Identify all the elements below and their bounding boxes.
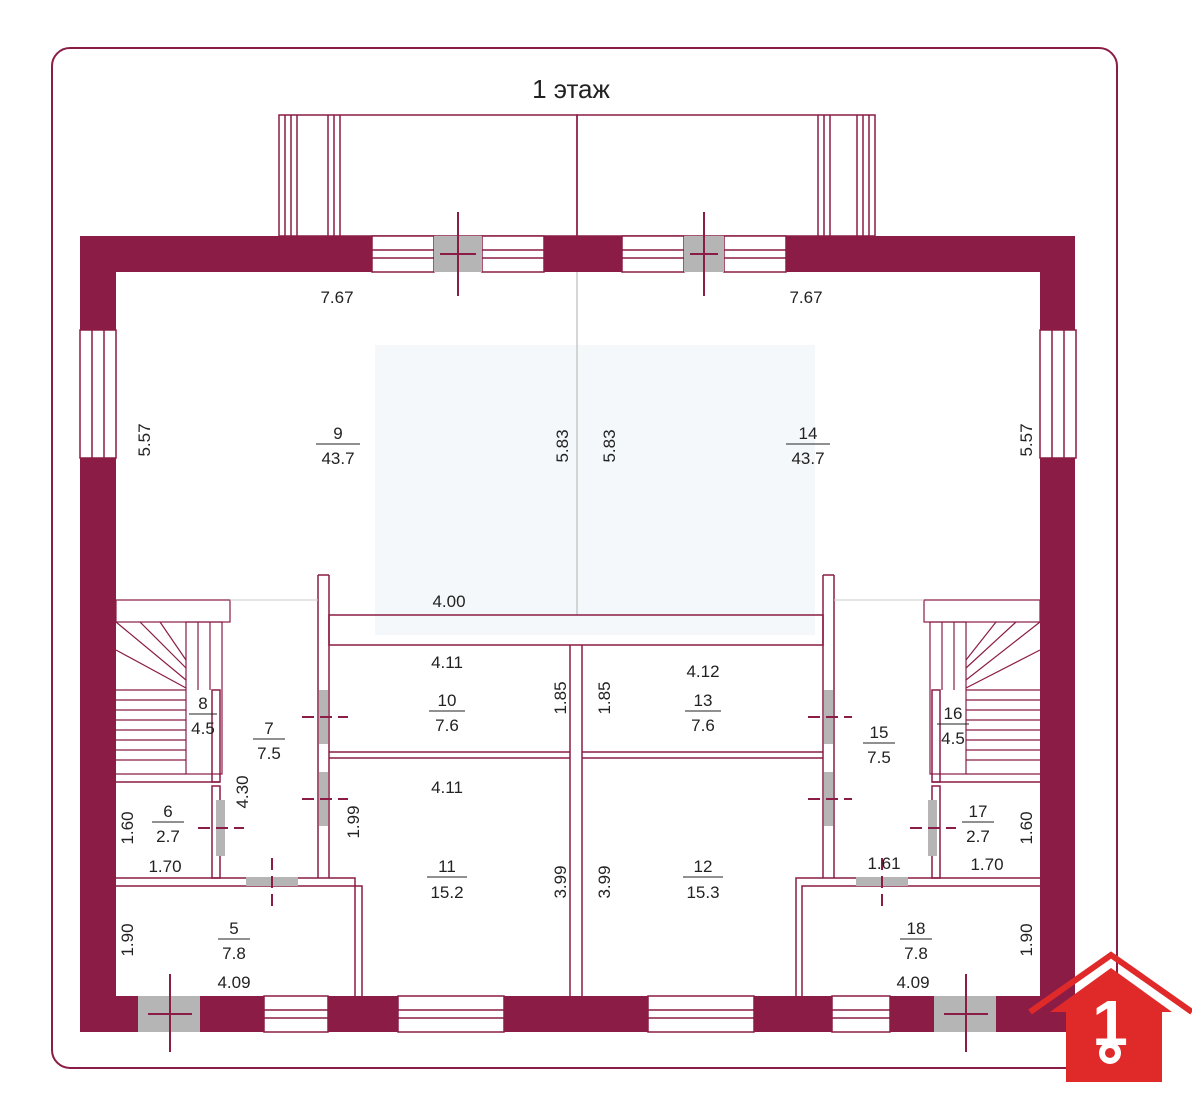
dim-room10-width: 4.11	[431, 653, 463, 672]
svg-text:15.3: 15.3	[686, 883, 719, 902]
porch-right	[576, 114, 876, 237]
porch-left	[278, 114, 578, 237]
entry-doors-top	[434, 212, 724, 296]
watermark-area	[375, 345, 815, 635]
svg-text:14: 14	[799, 424, 818, 443]
svg-text:16: 16	[944, 704, 963, 723]
svg-text:15: 15	[870, 723, 889, 742]
dim-room5-height: 1.90	[118, 923, 137, 956]
windows-side	[79, 329, 1077, 459]
room-14-label: 14 43.7	[786, 424, 830, 468]
dim-room17-width: 1.70	[970, 855, 1003, 874]
svg-text:13: 13	[694, 691, 713, 710]
windows-bottom	[263, 995, 891, 1033]
svg-text:2.7: 2.7	[156, 827, 180, 846]
svg-text:17: 17	[969, 802, 988, 821]
windows-top	[371, 235, 787, 273]
dim-room6-width: 1.70	[148, 857, 181, 876]
dim-left-height: 5.57	[135, 423, 154, 456]
dim-center-right: 5.83	[600, 429, 619, 462]
room-13-label: 13 7.6	[685, 691, 721, 735]
svg-text:7.6: 7.6	[691, 716, 715, 735]
dimension-labels: 7.67 7.67 5.57 5.57 5.83 5.83 4.00 4.11 …	[118, 288, 1036, 992]
dim-room5-width: 4.09	[217, 973, 250, 992]
dim-top-left: 7.67	[320, 288, 353, 307]
dim-room18-width: 4.09	[896, 973, 929, 992]
room-10-label: 10 7.6	[429, 691, 465, 735]
svg-text:2.7: 2.7	[966, 827, 990, 846]
plan-frame	[51, 47, 1118, 1069]
dim-room18-height: 1.90	[1017, 923, 1036, 956]
plan-title: 1 этаж	[532, 74, 610, 104]
room-7-label: 7 7.5	[253, 719, 285, 763]
dim-room13-height: 1.85	[595, 681, 614, 714]
room-8-label: 8 4.5	[189, 694, 217, 738]
svg-text:11: 11	[438, 857, 456, 876]
svg-text:7.8: 7.8	[904, 944, 928, 963]
dim-room11-side: 1.99	[344, 805, 363, 838]
room-18-label: 18 7.8	[900, 919, 932, 963]
dim-room10-height: 1.85	[551, 681, 570, 714]
svg-text:7.8: 7.8	[222, 944, 246, 963]
dim-room12-height: 3.99	[595, 865, 614, 898]
svg-text:5: 5	[229, 919, 238, 938]
svg-text:43.7: 43.7	[791, 449, 824, 468]
dim-room11-width: 4.11	[431, 778, 463, 797]
dim-room17-door: 1.61	[867, 854, 900, 873]
dim-room11-height: 3.99	[551, 865, 570, 898]
room-11-label: 11 15.2	[427, 857, 467, 902]
dim-top-right: 7.67	[789, 288, 822, 307]
svg-text:7: 7	[264, 719, 273, 738]
room-9-label: 9 43.7	[316, 424, 360, 468]
dim-room17-height: 1.60	[1017, 811, 1036, 844]
svg-text:43.7: 43.7	[321, 449, 354, 468]
dim-right-height: 5.57	[1017, 423, 1036, 456]
svg-text:7.5: 7.5	[867, 748, 891, 767]
svg-text:7.6: 7.6	[435, 716, 459, 735]
room-6-label: 6 2.7	[152, 802, 184, 846]
stairs-right	[923, 599, 1041, 775]
dim-corridor: 4.00	[432, 592, 465, 611]
stairs-left	[115, 599, 231, 775]
dim-room13-width: 4.12	[686, 662, 719, 681]
svg-text:4.5: 4.5	[191, 719, 215, 738]
room-12-label: 12 15.3	[683, 857, 723, 902]
room-17-label: 17 2.7	[962, 802, 994, 846]
svg-text:6: 6	[163, 802, 172, 821]
svg-text:4.5: 4.5	[941, 729, 965, 748]
svg-text:15.2: 15.2	[430, 883, 463, 902]
svg-text:8: 8	[198, 694, 207, 713]
svg-text:10: 10	[438, 691, 457, 710]
dim-room7-height: 4.30	[233, 775, 252, 808]
entry-doors-bottom	[138, 974, 996, 1052]
house-key-logo: 1	[1028, 951, 1192, 1082]
room-5-label: 5 7.8	[218, 919, 250, 963]
room-15-label: 15 7.5	[863, 723, 895, 767]
svg-text:12: 12	[694, 857, 713, 876]
interior-doors	[198, 690, 956, 906]
svg-text:9: 9	[333, 424, 342, 443]
dim-room6-height: 1.60	[118, 811, 137, 844]
dim-center-left: 5.83	[553, 429, 572, 462]
svg-text:7.5: 7.5	[257, 744, 281, 763]
room-labels: 9 43.7 14 43.7 8 4.5 7 7.5 10 7.6 13 7.6	[152, 424, 994, 963]
room-16-label: 16 4.5	[937, 704, 969, 748]
svg-text:18: 18	[907, 919, 926, 938]
